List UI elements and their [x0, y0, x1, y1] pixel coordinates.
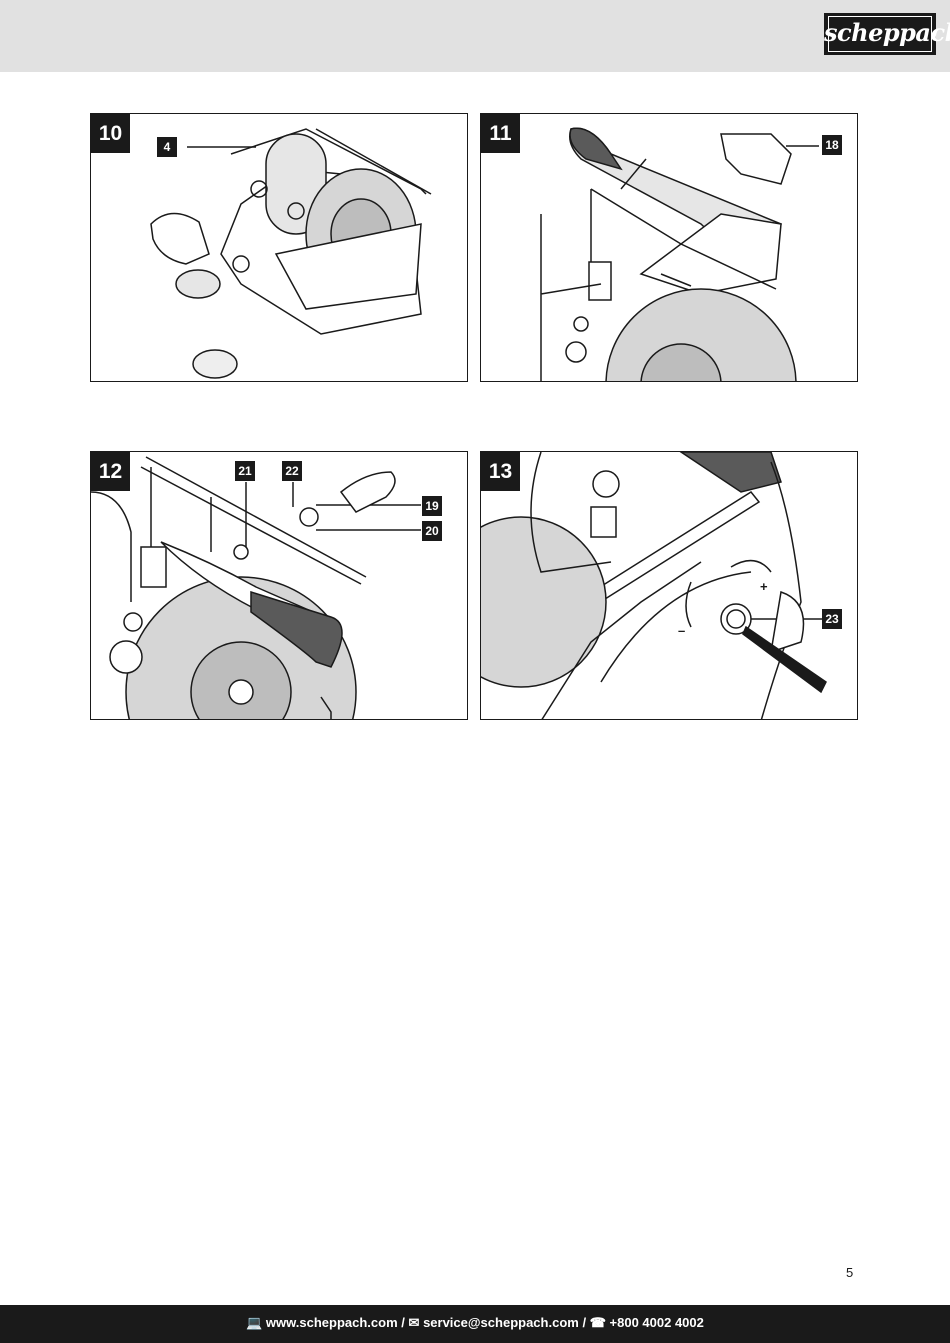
- figure-number: 11: [481, 114, 520, 153]
- figure-10-panel: 10 4: [90, 113, 468, 382]
- figure-number: 10: [91, 114, 130, 153]
- separator: /: [401, 1315, 405, 1330]
- callout-label: 18: [822, 135, 842, 155]
- figure-11-panel: 11 18: [480, 113, 858, 382]
- figure-number: 13: [481, 452, 520, 491]
- adjustment-illustration: [481, 452, 827, 719]
- callout-label: 21: [235, 461, 255, 481]
- figure-13-panel: 13 23 + –: [480, 451, 858, 720]
- plus-sign: +: [760, 579, 768, 594]
- phone-number[interactable]: +800 4002 4002: [609, 1315, 704, 1330]
- footer-bar: 💻 www.scheppach.com / ✉ service@scheppac…: [0, 1305, 950, 1343]
- header-bar: [0, 0, 950, 72]
- figure-12-panel: 12 21 22 19 20: [90, 451, 468, 720]
- callout-label: 19: [422, 496, 442, 516]
- minus-sign: –: [678, 623, 686, 638]
- page-number: 5: [846, 1265, 854, 1280]
- axe-illustration: [540, 127, 819, 381]
- email-link[interactable]: service@scheppach.com: [423, 1315, 579, 1330]
- callout-label: 20: [422, 521, 442, 541]
- computer-icon: 💻: [246, 1315, 263, 1330]
- callout-label: 23: [822, 609, 842, 629]
- callout-label: 22: [282, 461, 302, 481]
- separator: /: [582, 1315, 587, 1330]
- figure-number: 12: [91, 452, 130, 491]
- knife-illustration: [91, 456, 421, 719]
- brand-logo: scheppach: [824, 13, 950, 55]
- website-link[interactable]: www.scheppach.com: [265, 1315, 398, 1330]
- mail-icon: ✉: [408, 1315, 420, 1330]
- callout-label: 4: [157, 137, 177, 157]
- grinder-illustration: [150, 128, 432, 379]
- phone-icon: ☎: [589, 1315, 606, 1330]
